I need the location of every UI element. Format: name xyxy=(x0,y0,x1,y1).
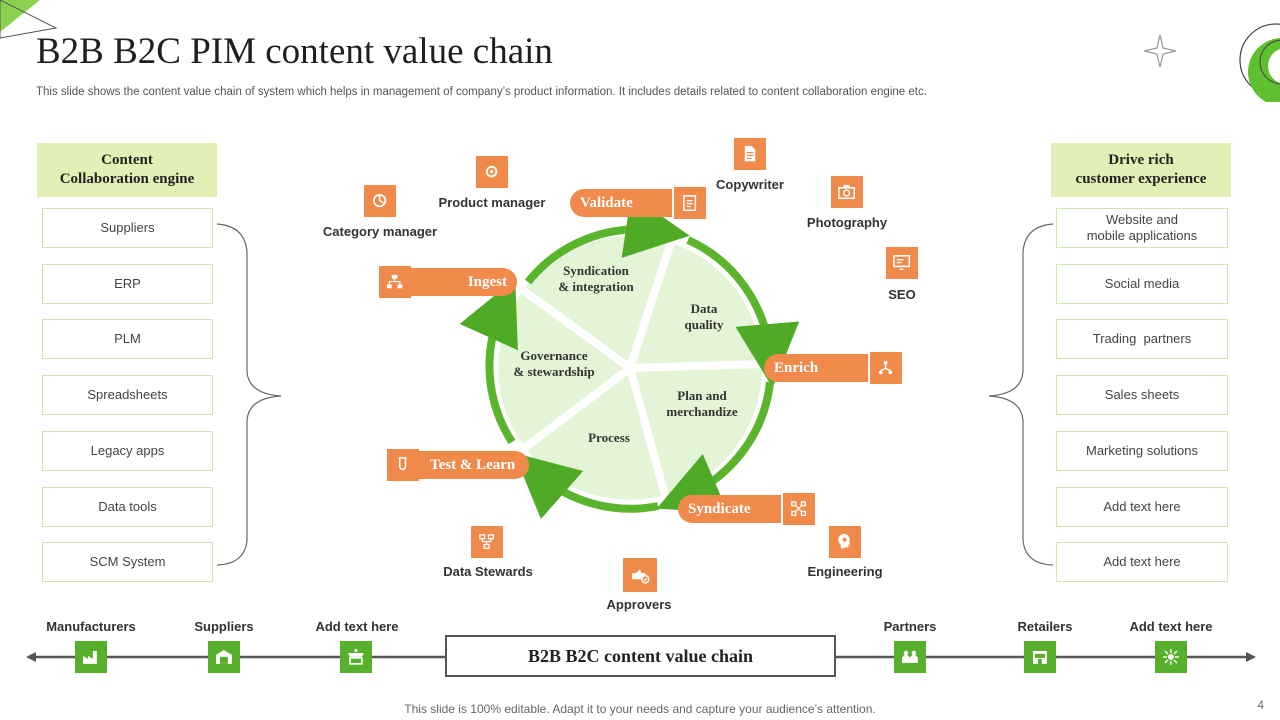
network-icon xyxy=(868,350,904,386)
left-panel-heading: Content Collaboration engine xyxy=(37,143,217,197)
left-heading-line1: Content xyxy=(101,152,153,168)
segment-plan-line1: Plan and xyxy=(677,388,727,403)
segment-label-governance: Governance & stewardship xyxy=(500,348,608,380)
bottom-label-add-text-1: Add text here xyxy=(315,619,399,634)
right-brace xyxy=(988,223,1054,566)
left-item-plm: PLM xyxy=(42,319,213,359)
left-item-suppliers: Suppliers xyxy=(42,208,213,248)
stage-ingest-label: Ingest xyxy=(467,273,507,290)
segment-syndication-line1: Syndication xyxy=(563,263,629,278)
share-nodes-icon xyxy=(781,491,817,527)
right-item-sales-sheets: Sales sheets xyxy=(1056,375,1228,415)
segment-process-line1: Process xyxy=(588,430,630,445)
segment-governance-line2: & stewardship xyxy=(513,364,595,379)
org-chart-icon xyxy=(377,264,413,300)
store-icon xyxy=(340,641,372,673)
role-data-stewards: Data Stewards xyxy=(443,564,533,579)
role-copywriter: Copywriter xyxy=(716,177,784,192)
camera-icon xyxy=(831,176,863,208)
segment-label-syndication: Syndication & integration xyxy=(540,263,652,295)
right-item-website: Website and mobile applications xyxy=(1056,208,1228,248)
role-category-manager: Category manager xyxy=(322,224,438,239)
sparkle-icon xyxy=(1143,34,1177,68)
right-heading-line1: Drive rich xyxy=(1108,152,1174,168)
right-item-marketing-solutions: Marketing solutions xyxy=(1056,431,1228,471)
document-icon xyxy=(734,138,766,170)
page-subtitle: This slide shows the content value chain… xyxy=(36,86,927,98)
bottom-label-partners: Partners xyxy=(883,619,937,634)
engineering-head-icon xyxy=(829,526,861,558)
bottom-label-manufacturers: Manufacturers xyxy=(46,619,136,634)
segment-label-process: Process xyxy=(569,430,649,446)
stage-enrich: Enrich xyxy=(764,354,874,382)
role-photography: Photography xyxy=(806,215,888,230)
left-item-erp: ERP xyxy=(42,264,213,304)
stage-validate-label: Validate xyxy=(580,194,633,211)
segment-syndication-line2: & integration xyxy=(558,279,634,294)
approve-icon xyxy=(623,558,657,592)
partners-group-icon xyxy=(894,641,926,673)
left-item-legacy-apps: Legacy apps xyxy=(42,431,213,471)
value-chain-center-box: B2B B2C content value chain xyxy=(445,635,836,677)
right-heading-line2: customer experience xyxy=(1075,171,1207,187)
role-product-manager: Product manager xyxy=(438,195,546,210)
segment-data-quality-line1: Data xyxy=(690,301,718,316)
footer-note: This slide is 100% editable. Adapt it to… xyxy=(404,702,876,716)
bottom-label-retailers: Retailers xyxy=(1017,619,1073,634)
stage-validate: Validate xyxy=(570,189,678,217)
left-item-data-tools: Data tools xyxy=(42,487,213,527)
hub-icon xyxy=(1155,641,1187,673)
right-panel-heading: Drive rich customer experience xyxy=(1051,143,1231,197)
stage-test-learn: Test & Learn xyxy=(419,451,529,479)
settings-icon xyxy=(476,156,508,188)
page-number: 4 xyxy=(1257,698,1264,712)
role-engineering: Engineering xyxy=(807,564,883,579)
left-item-scm-system: SCM System xyxy=(42,542,213,582)
corner-decoration-top-right xyxy=(1239,23,1280,102)
right-item-trading-partners: Trading partners xyxy=(1056,319,1228,359)
stage-syndicate: Syndicate xyxy=(678,495,788,523)
left-brace xyxy=(216,223,282,566)
left-item-spreadsheets: Spreadsheets xyxy=(42,375,213,415)
stage-enrich-label: Enrich xyxy=(774,359,819,376)
seo-monitor-icon xyxy=(886,247,918,279)
segment-plan-line2: merchandize xyxy=(666,404,738,419)
bottom-label-suppliers: Suppliers xyxy=(194,619,254,634)
right-item-website-line1: Website and xyxy=(1105,212,1179,227)
cycle-diagram xyxy=(460,200,800,520)
corner-decoration-top-left xyxy=(0,0,58,39)
segment-governance-line1: Governance xyxy=(520,348,588,363)
page-title: B2B B2C PIM content value chain xyxy=(36,31,553,72)
chart-pie-icon xyxy=(364,185,396,217)
role-approvers: Approvers xyxy=(606,597,672,612)
test-tube-icon xyxy=(385,447,421,483)
clipboard-icon xyxy=(672,185,708,221)
bottom-label-add-text-2: Add text here xyxy=(1129,619,1213,634)
left-heading-line2: Collaboration engine xyxy=(59,171,195,187)
segment-data-quality-line2: quality xyxy=(684,317,724,332)
right-item-social-media: Social media xyxy=(1056,264,1228,304)
segment-label-data-quality: Data quality xyxy=(664,301,744,333)
segment-label-plan: Plan and merchandize xyxy=(650,388,754,420)
right-item-add-text-2: Add text here xyxy=(1056,542,1228,582)
role-seo: SEO xyxy=(888,287,916,302)
warehouse-icon xyxy=(208,641,240,673)
right-item-website-line2: mobile applications xyxy=(1086,228,1198,243)
factory-icon xyxy=(75,641,107,673)
shop-icon xyxy=(1024,641,1056,673)
stage-test-learn-label: Test & Learn xyxy=(430,456,516,473)
stage-syndicate-label: Syndicate xyxy=(688,500,751,517)
stage-ingest: Ingest xyxy=(411,268,517,296)
hierarchy-icon xyxy=(471,526,503,558)
right-item-add-text-1: Add text here xyxy=(1056,487,1228,527)
